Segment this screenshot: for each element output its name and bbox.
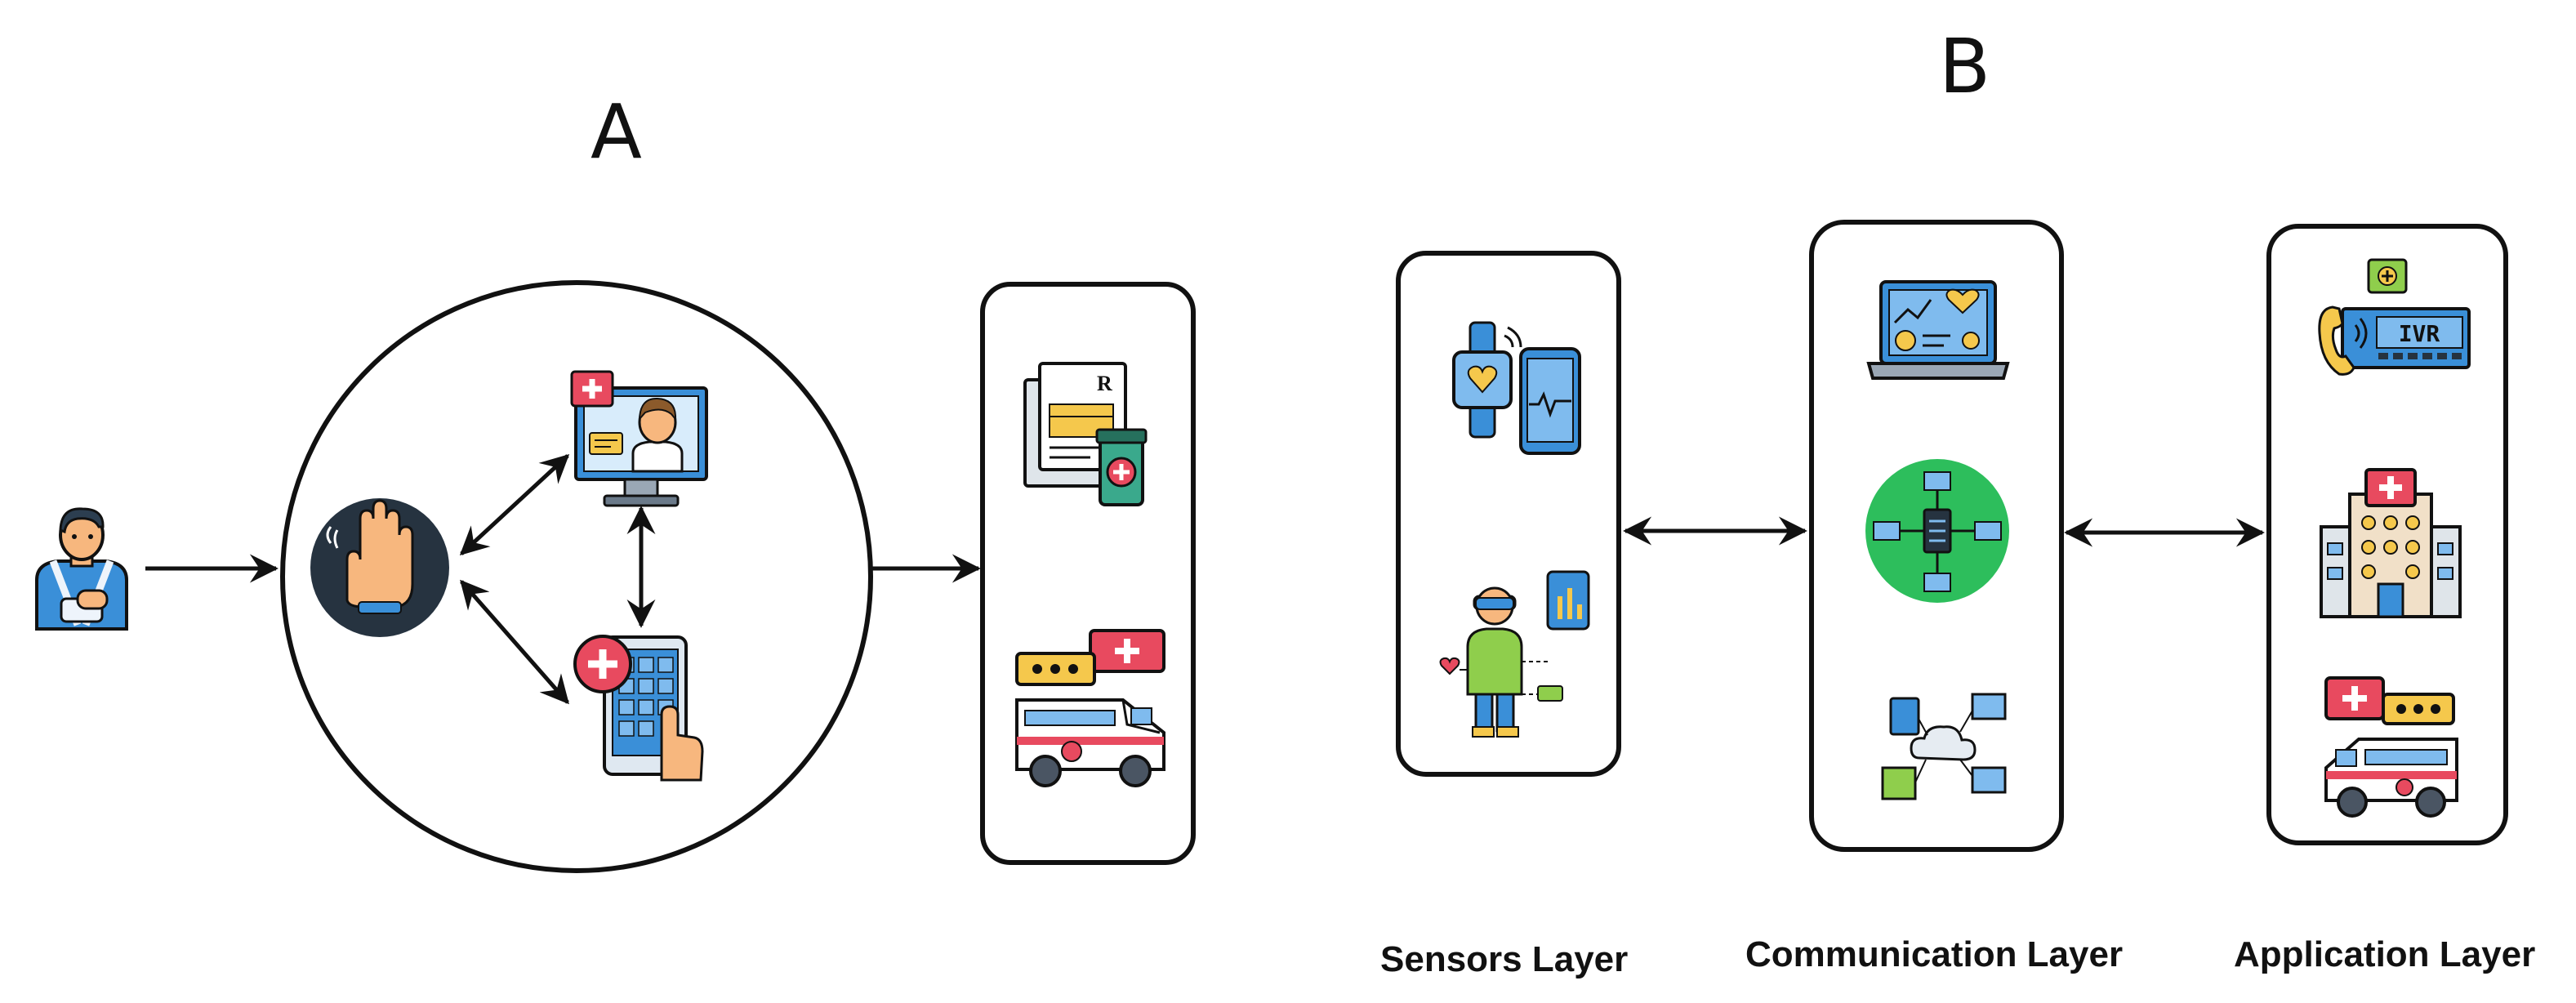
communication-layer-label: Communication Layer [1745, 934, 2124, 974]
patient-with-arm-sling-icon [35, 507, 128, 631]
svg-text:IVR: IVR [2399, 320, 2440, 347]
wearable-body-sensor-icon [1439, 570, 1590, 738]
network-server-icon [1865, 459, 2009, 603]
cloud-network-icon [1881, 693, 2007, 800]
telemedicine-doctor-monitor-icon [570, 370, 708, 507]
ambulance-icon [2324, 676, 2458, 818]
system-circle [280, 280, 873, 873]
hand-gesture-wristband-icon [310, 498, 449, 637]
communication-layer-box [1809, 220, 2064, 852]
panel-a-letter: A [591, 88, 642, 176]
ivr-phone-icon: IVR [2318, 258, 2471, 376]
hospital-icon [2320, 468, 2462, 618]
arrow-gesture-mobile-app [460, 579, 569, 705]
smartwatch-phone-icon [1452, 321, 1581, 455]
application-layer-box [2266, 224, 2508, 845]
arrow-gesture-telemedicine [459, 454, 570, 555]
sensors-layer-box [1396, 251, 1621, 777]
laptop-dashboard-icon [1866, 280, 2010, 380]
svg-text:R: R [1097, 372, 1112, 395]
panel-b-letter: B [1939, 23, 1991, 110]
medical-mobile-app-icon [573, 635, 704, 782]
application-layer-label: Application Layer [2234, 934, 2536, 974]
ambulance-alert-icon [1015, 629, 1165, 787]
outputs-box [980, 282, 1196, 865]
sensors-layer-label: Sensors Layer [1380, 939, 1629, 979]
prescription-medicine-icon: R [1023, 362, 1148, 506]
